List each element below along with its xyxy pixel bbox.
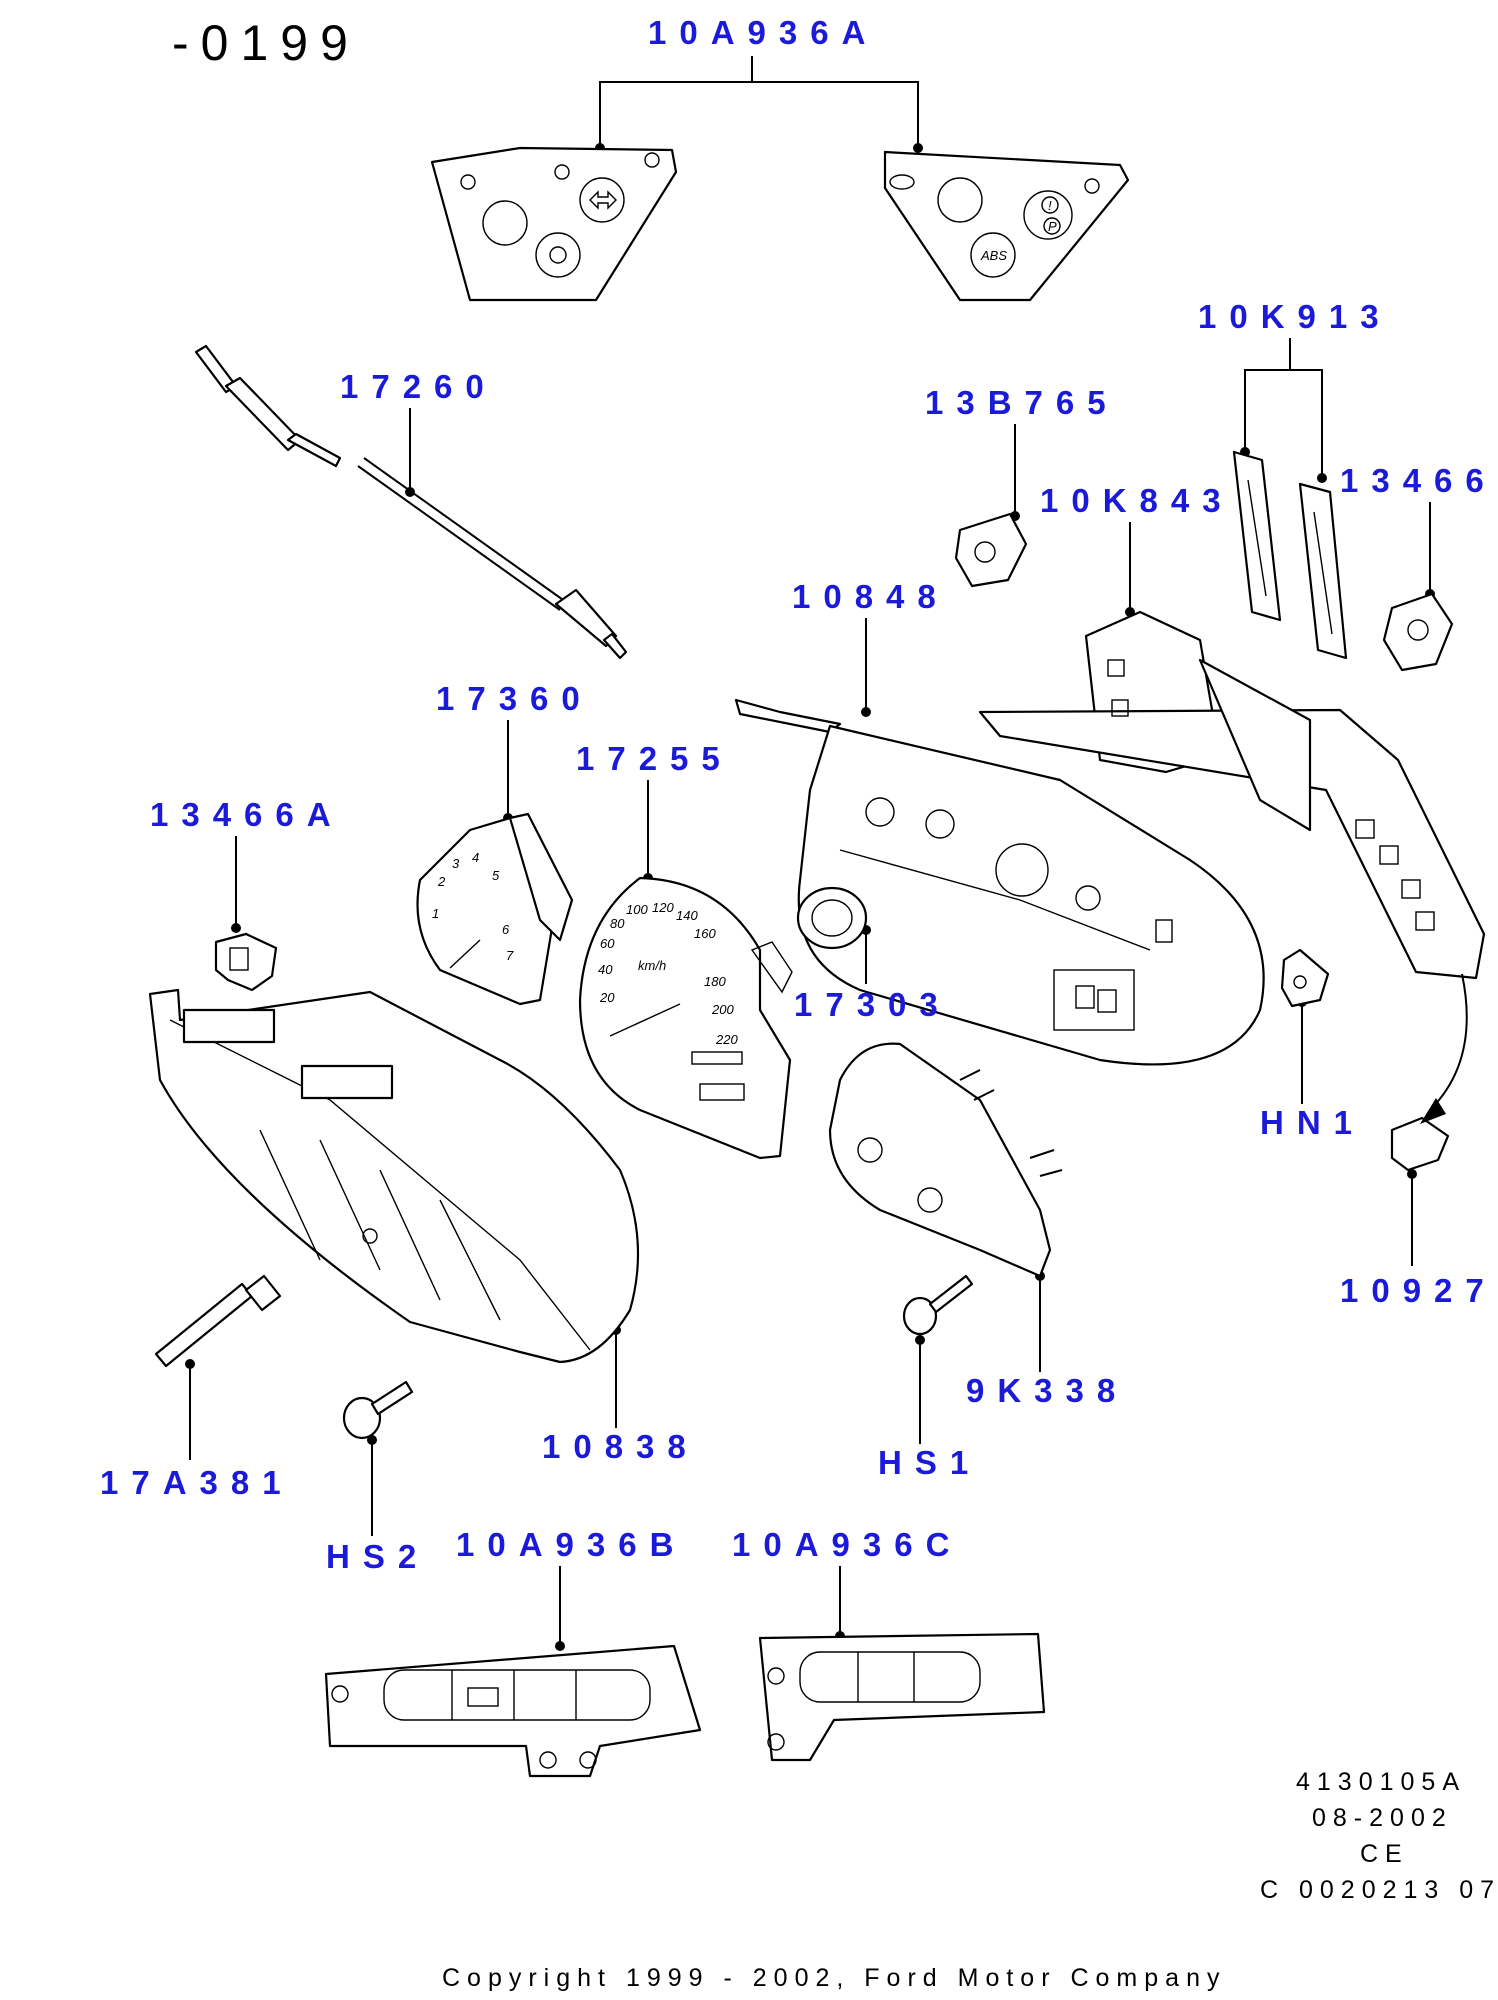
part-label-17255[interactable]: 17255	[576, 740, 733, 777]
tach-mark-3: 3	[452, 856, 460, 871]
speedo-mark-220: 220	[715, 1032, 738, 1047]
speedo-mark-140: 140	[676, 908, 698, 923]
part-label-10838[interactable]: 10838	[542, 1428, 699, 1465]
circuit-board	[978, 610, 1486, 980]
fuel-temp-gauge	[828, 1042, 1063, 1278]
trip-reset-knob-callout[interactable]: 17303	[794, 925, 951, 1023]
speedometer-cable-callout[interactable]: 17260	[340, 368, 497, 497]
tach-mark-6: 6	[502, 922, 510, 937]
warning-lamp-panel-c-callout[interactable]: 10A936C	[732, 1526, 962, 1641]
printed-circuit-callout[interactable]: 10K913	[1198, 298, 1392, 483]
part-label-17a381[interactable]: 17A381	[100, 1464, 294, 1501]
abs-symbol-text: ABS	[980, 248, 1007, 263]
part-label-17360[interactable]: 17360	[436, 680, 593, 717]
warning-lamp-panel-b-callout[interactable]: 10A936B	[456, 1526, 686, 1651]
part-label-13466[interactable]: 13466	[1340, 462, 1497, 499]
reference-line-1: 4130105A	[1296, 1768, 1466, 1796]
reference-line-4: C 0020213 07	[1260, 1876, 1498, 1904]
tach-mark-1: 1	[432, 906, 439, 921]
copyright-text: Copyright 1999 - 2002, Ford Motor Compan…	[442, 1964, 1226, 1992]
part-label-hs1[interactable]: HS1	[878, 1444, 981, 1481]
screw-hs2-callout[interactable]: HS2	[326, 1435, 429, 1575]
speedo-mark-60: 60	[600, 936, 615, 951]
cluster-lens-callout[interactable]: 10838	[542, 1325, 699, 1465]
reset-pin-callout[interactable]: 17A381	[100, 1359, 294, 1501]
clip-10927	[1390, 1116, 1450, 1172]
circuit-board-callout[interactable]: 10K843	[1040, 482, 1234, 617]
speedo-mark-120: 120	[652, 900, 674, 915]
part-label-10a936b[interactable]: 10A936B	[456, 1526, 686, 1563]
speedo-mark-200: 200	[711, 1002, 734, 1017]
bulb-holder-13b765	[954, 512, 1028, 588]
speedo-mark-40: 40	[598, 962, 613, 977]
screw-hs1	[902, 1274, 974, 1336]
part-label-10a936c[interactable]: 10A936C	[732, 1526, 962, 1563]
cluster-housing	[734, 698, 1265, 1066]
assembly-arrow	[1429, 973, 1468, 1111]
speedometer: km/h 20 40 60 80 100 120 140 160 180 200…	[578, 876, 793, 1160]
part-label-10848[interactable]: 10848	[792, 578, 949, 615]
bulb-holder-13466-callout[interactable]: 13466	[1340, 462, 1497, 599]
reference-line-3: CE	[1360, 1840, 1409, 1868]
page-title: -0199	[172, 15, 360, 71]
tachometer-callout[interactable]: 17360	[436, 680, 593, 823]
screw-hs2	[342, 1380, 414, 1440]
speedo-mark-180: 180	[704, 974, 726, 989]
clip-10927-callout[interactable]: 10927	[1340, 1169, 1497, 1309]
speedo-mark-160: 160	[694, 926, 716, 941]
park-symbol-text: P	[1048, 219, 1057, 234]
trip-reset-knob	[796, 886, 868, 950]
part-label-hn1[interactable]: HN1	[1260, 1104, 1365, 1141]
tachometer: 1 2 3 4 5 6 7	[416, 812, 574, 1006]
bulb-holder-13b765-callout[interactable]: 13B765	[925, 384, 1119, 521]
reset-pin	[154, 1274, 282, 1368]
cluster-housing-callout[interactable]: 10848	[792, 578, 949, 717]
speedo-mark-80: 80	[610, 916, 625, 931]
cluster-lens	[148, 988, 640, 1364]
fuel-temp-gauge-callout[interactable]: 9K338	[966, 1271, 1128, 1409]
warning-lamp-panel-c	[758, 1632, 1046, 1762]
tach-mark-7: 7	[506, 948, 514, 963]
part-label-13b765[interactable]: 13B765	[925, 384, 1119, 421]
speedometer-callout[interactable]: 17255	[576, 740, 733, 883]
clip-hn1-callout[interactable]: HN1	[1260, 997, 1365, 1141]
speedo-mark-20: 20	[599, 990, 615, 1005]
speedo-mark-100: 100	[626, 902, 648, 917]
screw-hs1-callout[interactable]: HS1	[878, 1335, 981, 1481]
part-label-17303[interactable]: 17303	[794, 986, 951, 1023]
part-label-hs2[interactable]: HS2	[326, 1538, 429, 1575]
warning-lamp-panel-right: ABS P !	[883, 150, 1130, 302]
speedo-unit-text: km/h	[638, 958, 666, 973]
tach-mark-2: 2	[437, 874, 446, 889]
bulb-holder-13466a	[214, 932, 278, 992]
warning-lamp-panel-a-callout[interactable]: 10A936A	[595, 14, 923, 153]
part-label-13466a[interactable]: 13466A	[150, 796, 344, 833]
clip-hn1	[1280, 948, 1330, 1008]
reference-block: 4130105A 08-2002 CE C 0020213 07	[1260, 1768, 1498, 1904]
part-label-10927[interactable]: 10927	[1340, 1272, 1497, 1309]
tach-mark-5: 5	[492, 868, 500, 883]
tach-mark-4: 4	[472, 850, 479, 865]
part-label-9k338[interactable]: 9K338	[966, 1372, 1128, 1409]
warn-symbol-text: !	[1048, 198, 1052, 213]
warning-lamp-panel-left	[430, 146, 678, 302]
part-label-17260[interactable]: 17260	[340, 368, 497, 405]
speedometer-cable	[194, 344, 628, 660]
part-label-10a936a[interactable]: 10A936A	[648, 14, 878, 51]
warning-lamp-panel-b	[324, 1644, 702, 1778]
bulb-holder-13466	[1382, 592, 1454, 672]
printed-circuit-strips	[1232, 450, 1348, 660]
part-label-10k843[interactable]: 10K843	[1040, 482, 1234, 519]
reference-line-2: 08-2002	[1312, 1804, 1453, 1832]
part-label-10k913[interactable]: 10K913	[1198, 298, 1392, 335]
bulb-holder-13466a-callout[interactable]: 13466A	[150, 796, 344, 933]
